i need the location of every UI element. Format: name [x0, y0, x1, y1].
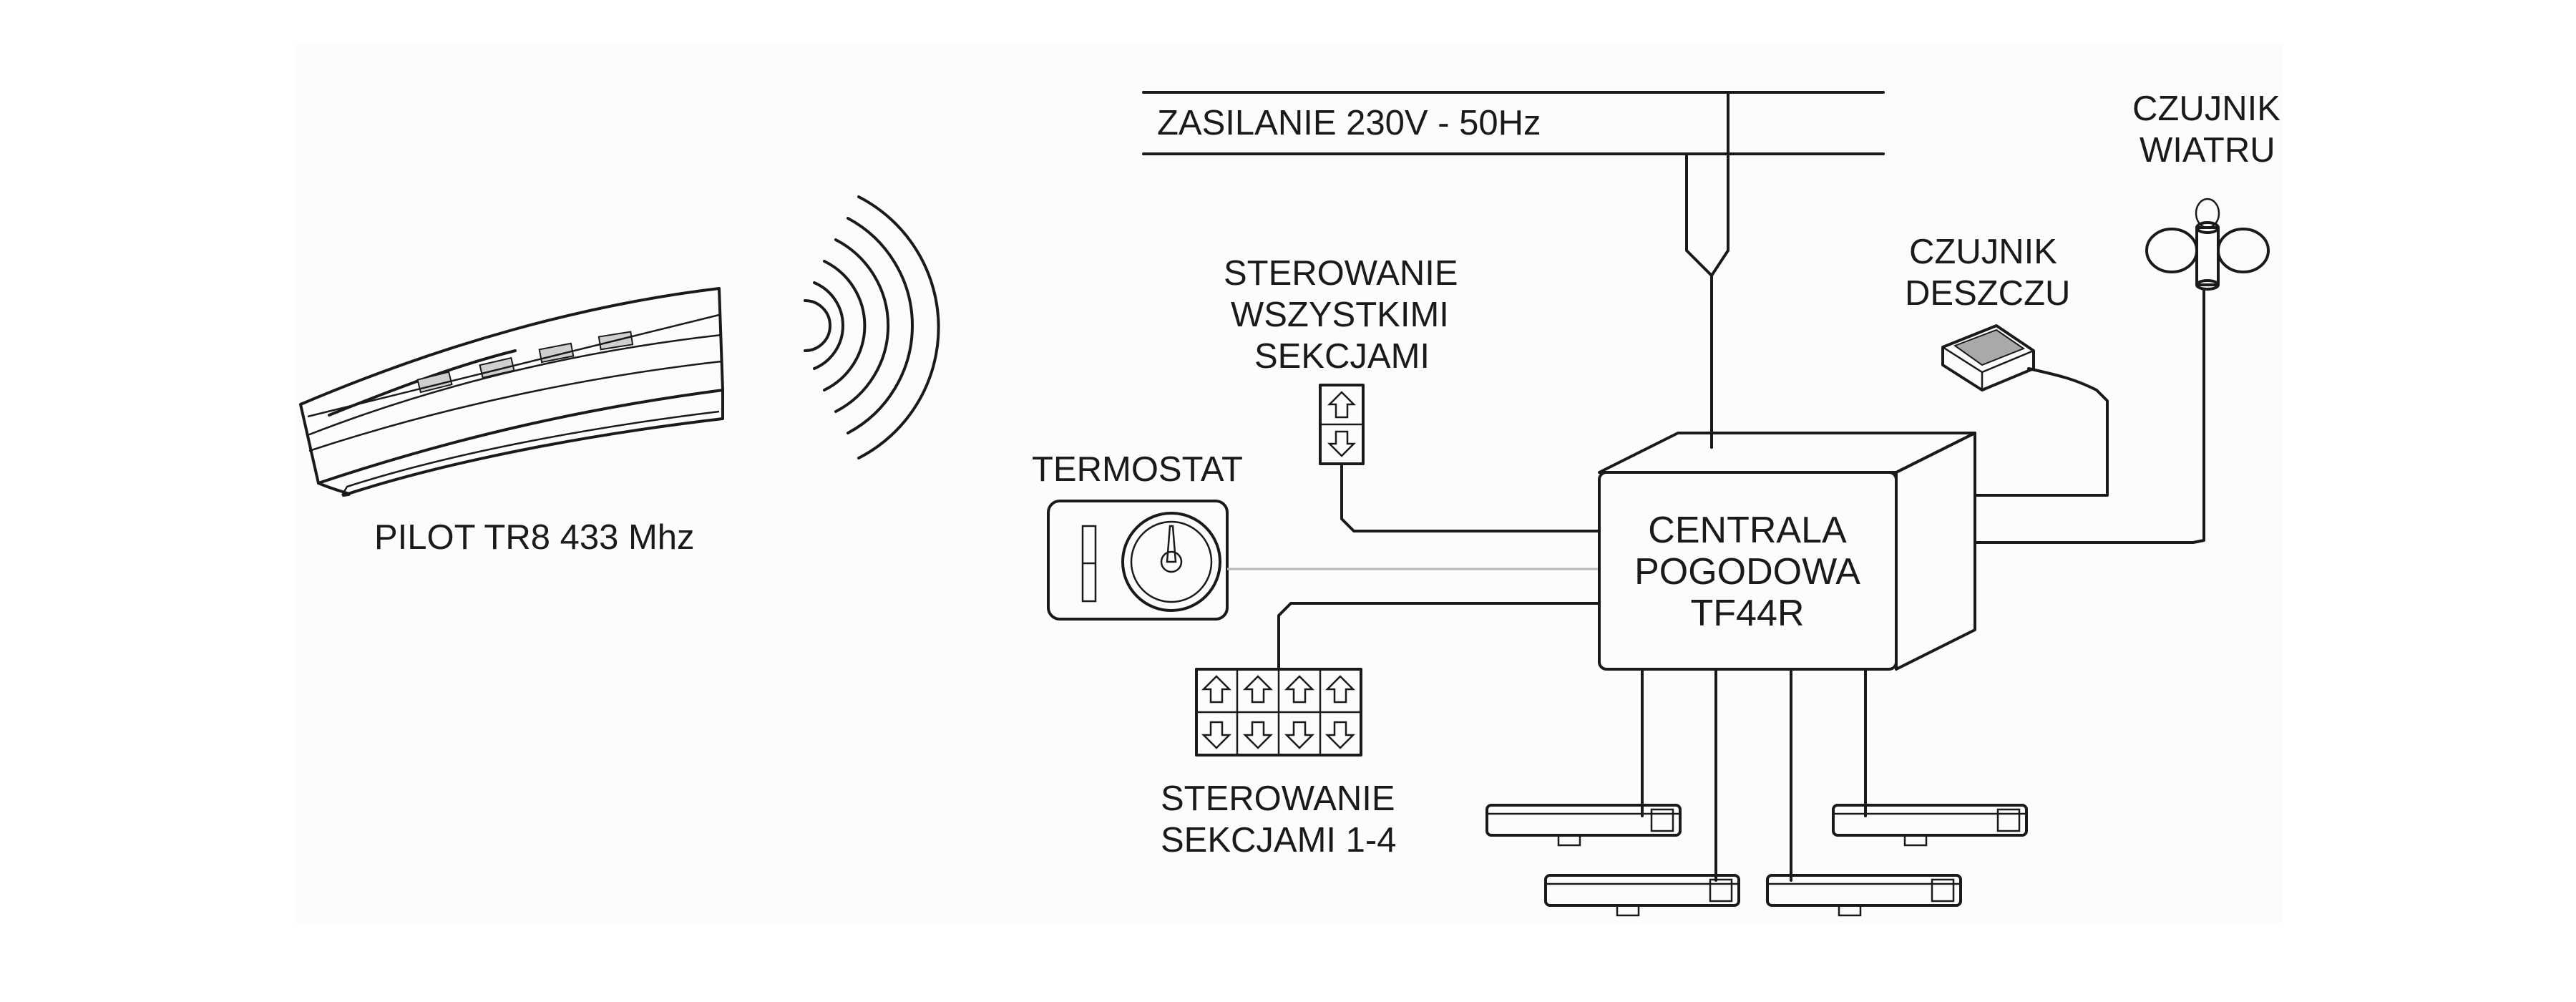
- wind-sensor-label-line1: CZUJNIK: [2132, 89, 2280, 128]
- rain-sensor-icon: [1941, 324, 2035, 391]
- power-supply-label: ZASILANIE 230V - 50Hz: [1157, 104, 1541, 142]
- central-unit-label-line3: TF44R: [1691, 593, 1805, 634]
- sections-label-line1: STEROWANIE: [1161, 779, 1395, 818]
- wind-sensor-label-line2: WIATRU: [2140, 131, 2275, 170]
- central-unit-box: CENTRALA POGODOWA TF44R: [1598, 432, 1976, 671]
- actuator-icon: [1766, 874, 1962, 917]
- remote-label: PILOT TR8 433 Mhz: [374, 518, 695, 557]
- remote-control-icon: [299, 287, 724, 497]
- radio-wave-icon: [804, 195, 940, 459]
- all-sections-label-line3: SEKCJAMI: [1254, 337, 1430, 376]
- central-unit-label-line2: POGODOWA: [1634, 551, 1860, 593]
- actuator-icon: [1544, 874, 1740, 917]
- actuator-icon: [1832, 804, 2028, 847]
- rain-sensor-label-line2: DESZCZU: [1905, 274, 2070, 313]
- rain-sensor-label-line1: CZUJNIK: [1909, 233, 2057, 271]
- all-sections-label-line2: WSZYSTKIMI: [1231, 296, 1449, 334]
- anemometer-icon: [2145, 198, 2270, 291]
- actuator-wiring: [1641, 668, 1867, 882]
- sections-label-line2: SEKCJAMI 1-4: [1161, 821, 1396, 860]
- all-sections-label-line1: STEROWANIE: [1224, 254, 1458, 293]
- thermostat-label: TERMOSTAT: [1032, 450, 1243, 489]
- actuator-icon: [1485, 804, 1682, 847]
- thermostat-icon: [1047, 500, 1229, 621]
- power-supply-bus: ZASILANIE 230V - 50Hz: [1142, 91, 1885, 449]
- diagram-panel: [295, 43, 2283, 923]
- central-unit-label-line1: CENTRALA: [1648, 510, 1847, 551]
